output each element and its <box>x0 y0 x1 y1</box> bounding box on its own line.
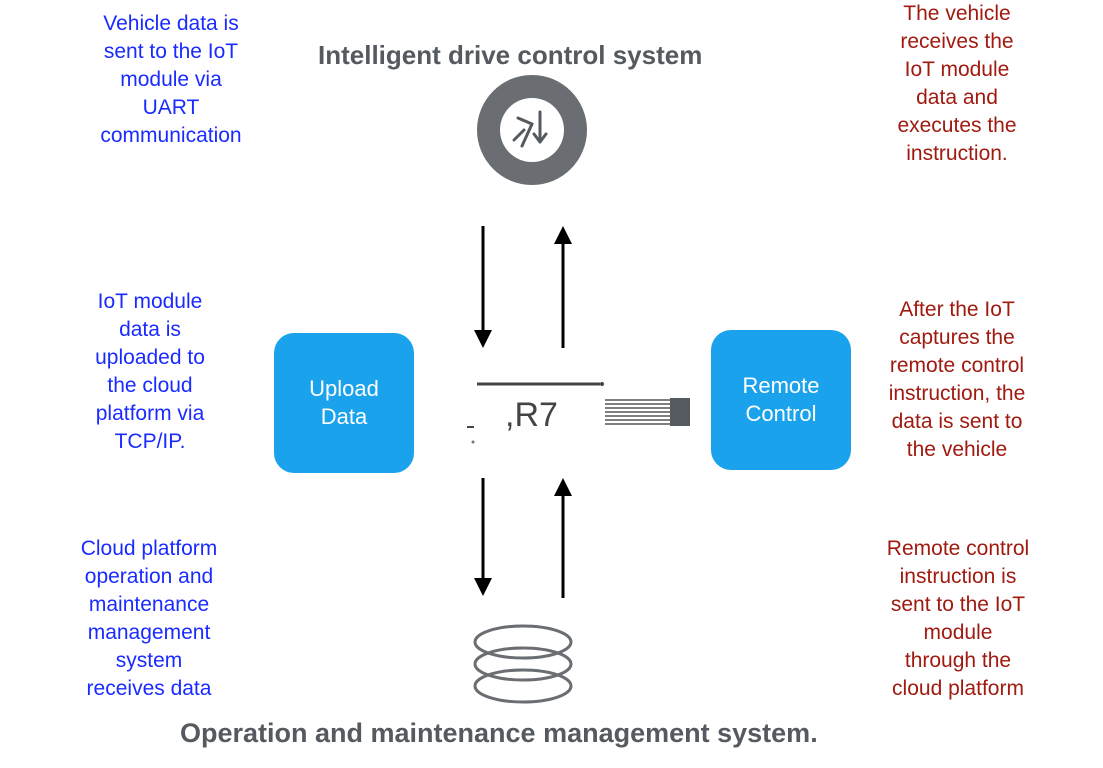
arrow-down-upper <box>474 226 492 348</box>
bottom-system-title: Operation and maintenance management sys… <box>180 718 818 748</box>
remote-control-label-line1: Remote <box>742 373 820 398</box>
arrow-down-lower <box>474 478 492 596</box>
arrow-up-upper <box>554 226 572 348</box>
upload-data-label-line1: Upload <box>309 376 379 401</box>
remote-control-button[interactable]: Remote Control <box>711 330 851 470</box>
upload-data-label-line2: Data <box>320 404 368 429</box>
top-system-title: Intelligent drive control system <box>318 40 703 70</box>
cloud-server-stack-icon <box>473 624 573 704</box>
remote-control-label-line2: Control <box>745 401 817 426</box>
arrow-up-lower <box>554 478 572 598</box>
iot-module-label: ,R7 <box>505 396 558 434</box>
connector-pins-icon <box>605 398 690 426</box>
steering-wheel-icon <box>477 75 587 185</box>
upload-data-button[interactable]: Upload Data <box>274 333 414 473</box>
